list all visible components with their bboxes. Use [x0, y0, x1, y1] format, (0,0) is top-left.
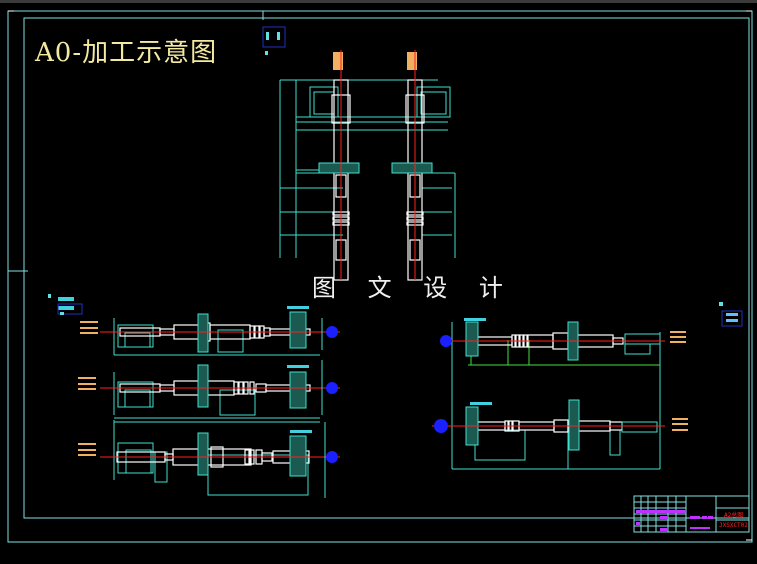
- left-horizontal-view-3: [100, 420, 340, 498]
- reference-tag-top: [262, 26, 286, 55]
- window-top-bar: [0, 0, 757, 3]
- left-legend: [48, 294, 83, 315]
- left-horizontal-view-2: [100, 360, 340, 419]
- drawing-title: A0-加工示意图: [35, 38, 218, 68]
- right-horizontal-view-2: [432, 385, 688, 470]
- right-horizontal-view-1: [440, 318, 686, 390]
- title-block-drawing-number: JXSXCT02: [719, 522, 748, 529]
- watermark-text: 图 文 设 计: [312, 274, 515, 302]
- title-block-drawing-name: A2总图: [724, 512, 744, 519]
- left-horizontal-view-1: [100, 306, 340, 356]
- title-block-fills: [636, 510, 713, 531]
- drawing-frame: [7, 10, 753, 543]
- top-vertical-view: [279, 50, 456, 281]
- left-annotations: [78, 321, 98, 456]
- right-legend: [719, 302, 743, 327]
- title-block: [633, 495, 750, 533]
